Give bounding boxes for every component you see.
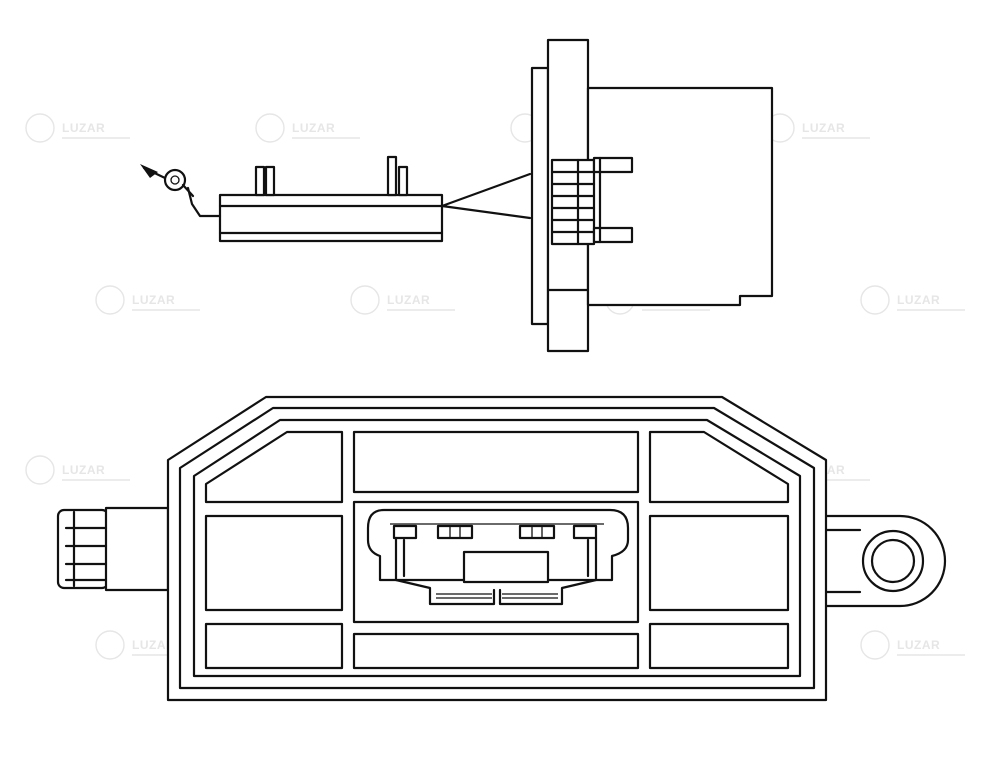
- cell-top-right: [648, 430, 790, 504]
- board-link: [440, 172, 532, 220]
- board-pin: [397, 165, 409, 197]
- connector-latch: [462, 550, 550, 584]
- left-nub: [56, 508, 110, 590]
- board-pin: [264, 165, 276, 197]
- watermark-logo: LUZAR: [95, 285, 200, 315]
- connector-well: [352, 500, 640, 624]
- fuse-arrow: [140, 164, 158, 178]
- cell-top-center: [352, 430, 640, 494]
- latch-arm-left: [394, 536, 496, 606]
- watermark-logo: LUZAR: [350, 285, 455, 315]
- cell-mid-left: [204, 514, 344, 612]
- watermark-logo: LUZAR: [765, 113, 870, 143]
- watermark-logo: LUZAR: [860, 285, 965, 315]
- watermark-text: LUZAR: [292, 121, 335, 135]
- thermal-fuse: [163, 168, 187, 192]
- side-board: [218, 193, 444, 243]
- side-view: [140, 38, 774, 353]
- connector-housing: [586, 86, 774, 307]
- fuse-lead: [186, 186, 222, 218]
- watermark-text: LUZAR: [802, 121, 845, 135]
- mounting-hole: [870, 538, 916, 584]
- connector-socket: [366, 508, 630, 582]
- watermark-logo: LUZAR: [25, 455, 130, 485]
- pin-block: [550, 158, 596, 246]
- housing-inner: [192, 418, 802, 678]
- top-view: [56, 395, 947, 702]
- watermark-text: LUZAR: [62, 121, 105, 135]
- watermark-text: LUZAR: [387, 293, 430, 307]
- cell-bottom-left: [204, 622, 344, 670]
- cell-bottom-center: [352, 632, 640, 670]
- terminal: [592, 156, 634, 174]
- cell-mid-right: [648, 514, 790, 612]
- terminal: [592, 226, 634, 244]
- watermark-text: LUZAR: [897, 638, 940, 652]
- latch-arm-right: [498, 536, 598, 606]
- board-pin: [254, 165, 266, 197]
- cell-bottom-right: [648, 622, 790, 670]
- watermark-text: LUZAR: [897, 293, 940, 307]
- board-pin: [386, 155, 398, 197]
- housing-rim: [178, 406, 816, 690]
- watermark-logo: LUZAR: [860, 630, 965, 660]
- watermark-text: LUZAR: [132, 293, 175, 307]
- housing-outer: [166, 395, 828, 702]
- watermark-logo: LUZAR: [25, 113, 130, 143]
- left-nub-neck: [104, 506, 170, 592]
- watermark-text: LUZAR: [62, 463, 105, 477]
- connector-flange: [530, 66, 550, 326]
- watermark-text: LUZAR: [132, 638, 175, 652]
- cell-top-left: [204, 430, 344, 504]
- socket-pins: [392, 524, 598, 540]
- watermark-logo: LUZAR: [255, 113, 360, 143]
